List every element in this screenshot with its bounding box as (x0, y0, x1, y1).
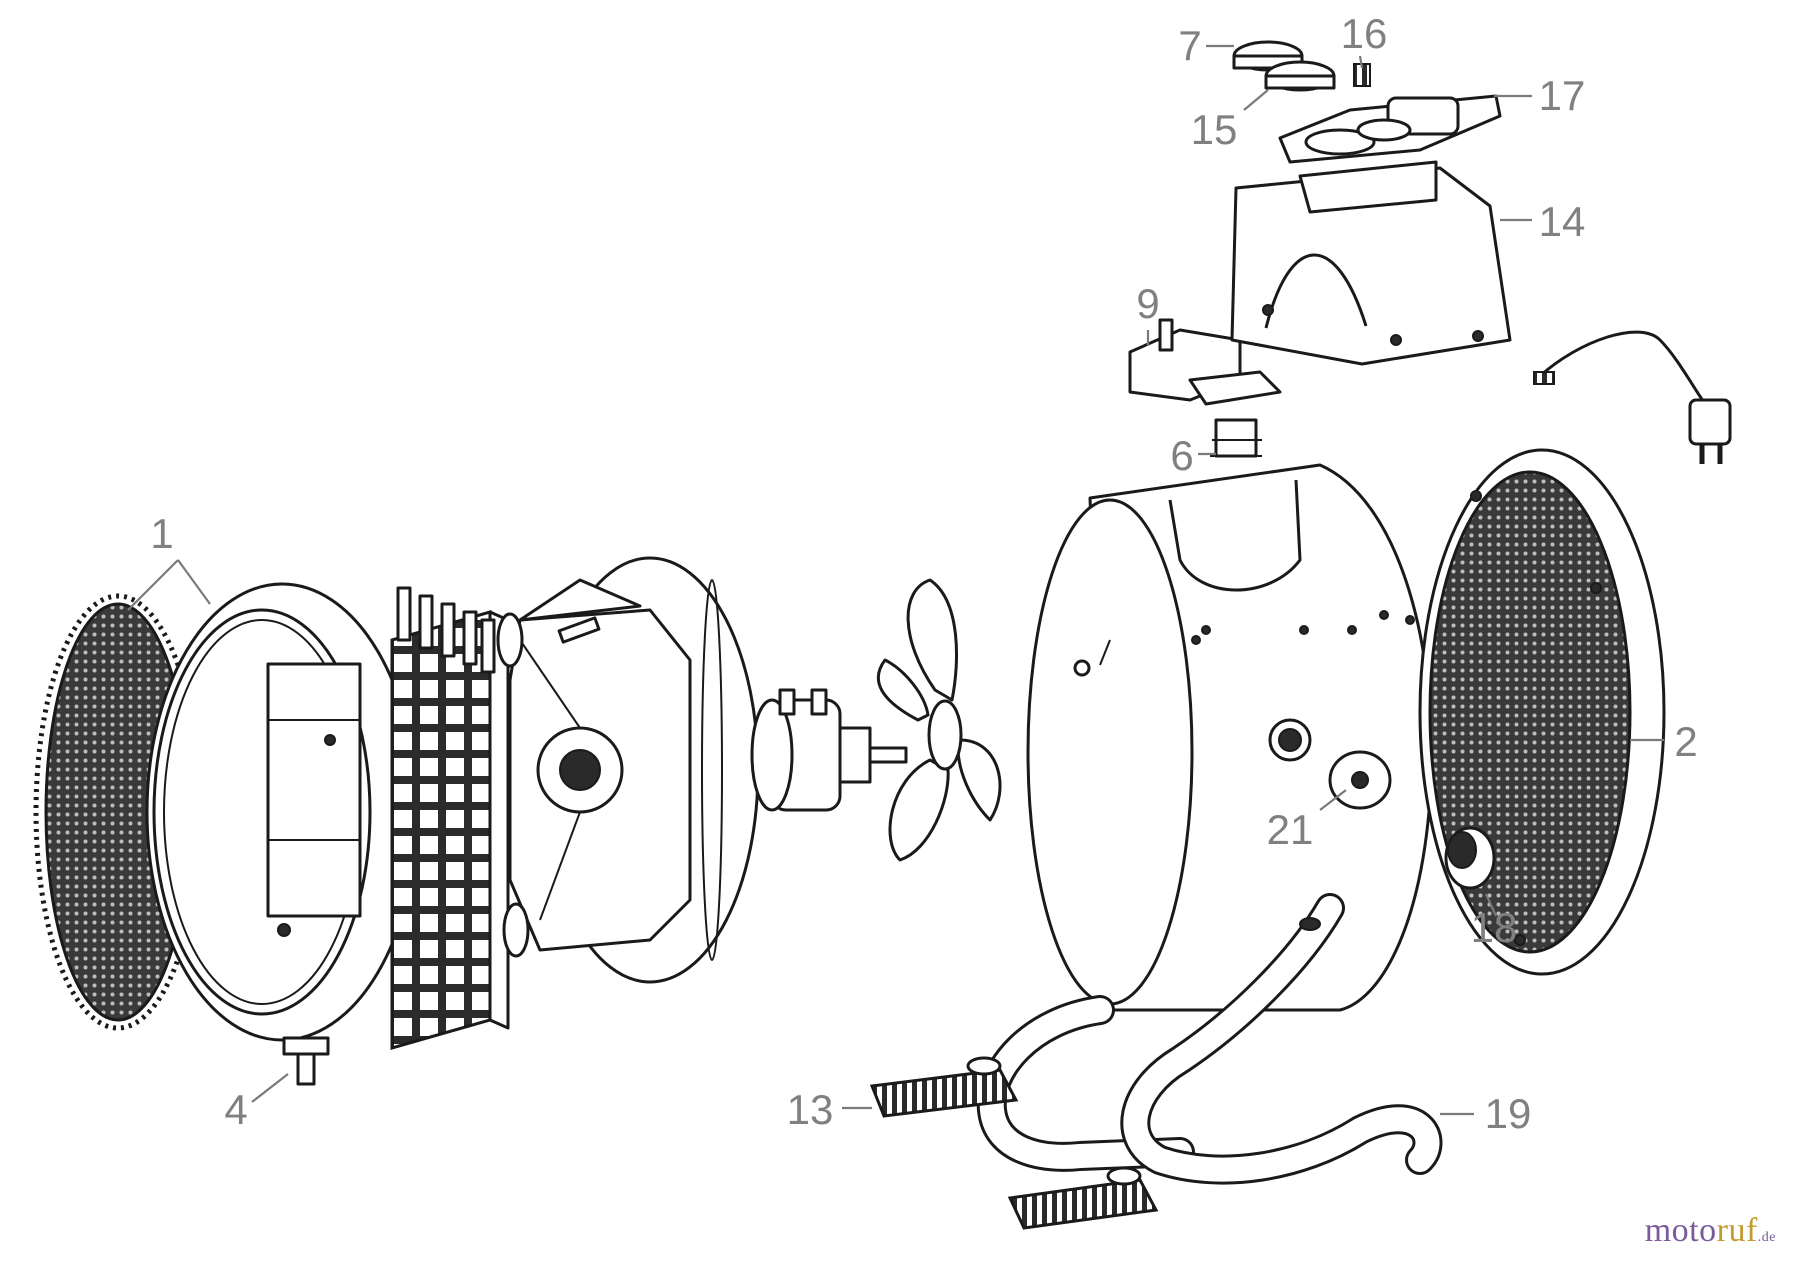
top-handle-housing (1230, 160, 1512, 366)
thermostat (1128, 318, 1282, 406)
watermark-logo: motoruf.de (1645, 1212, 1776, 1250)
small-bracket (282, 1036, 330, 1086)
callout-14: 14 (1539, 198, 1586, 245)
callout-labels: 1 2 4 6 7 9 13 14 15 16 17 18 19 21 (150, 10, 1697, 1137)
rear-grille (1418, 448, 1666, 976)
callout-16: 16 (1341, 10, 1388, 57)
callout-21: 21 (1267, 806, 1314, 853)
control-knob (1444, 826, 1496, 890)
callout-17: 17 (1539, 72, 1586, 119)
stand-foot-lower (1007, 1166, 1159, 1230)
callout-18: 18 (1471, 904, 1518, 951)
switch (1210, 418, 1262, 458)
callout-4: 4 (224, 1086, 247, 1133)
front-ring (145, 582, 419, 1042)
leader-lines (127, 44, 1664, 1116)
control-panel-top (1278, 94, 1502, 164)
stand-base (976, 893, 1443, 1185)
callout-1: 1 (150, 510, 173, 557)
callout-6: 6 (1170, 432, 1193, 479)
motor (750, 688, 908, 812)
watermark-part-2: ruf (1716, 1212, 1758, 1249)
callout-9: 9 (1136, 280, 1159, 327)
watermark-part-3: .de (1757, 1230, 1776, 1245)
callout-13: 13 (787, 1086, 834, 1133)
knob-cap-15 (1264, 60, 1336, 92)
heater-body-cylinder (1026, 463, 1434, 1012)
callout-19: 19 (1485, 1090, 1532, 1137)
knob-base (1328, 750, 1392, 810)
power-cord (1533, 330, 1732, 464)
callout-7: 7 (1178, 22, 1201, 69)
heating-element (390, 586, 510, 1050)
watermark-part-1: moto (1644, 1212, 1717, 1249)
fan-blade (876, 578, 1002, 862)
callout-2: 2 (1674, 718, 1697, 765)
callout-15: 15 (1191, 106, 1238, 153)
stand-foot-13 (869, 1056, 1019, 1118)
fan-housing (496, 556, 760, 984)
